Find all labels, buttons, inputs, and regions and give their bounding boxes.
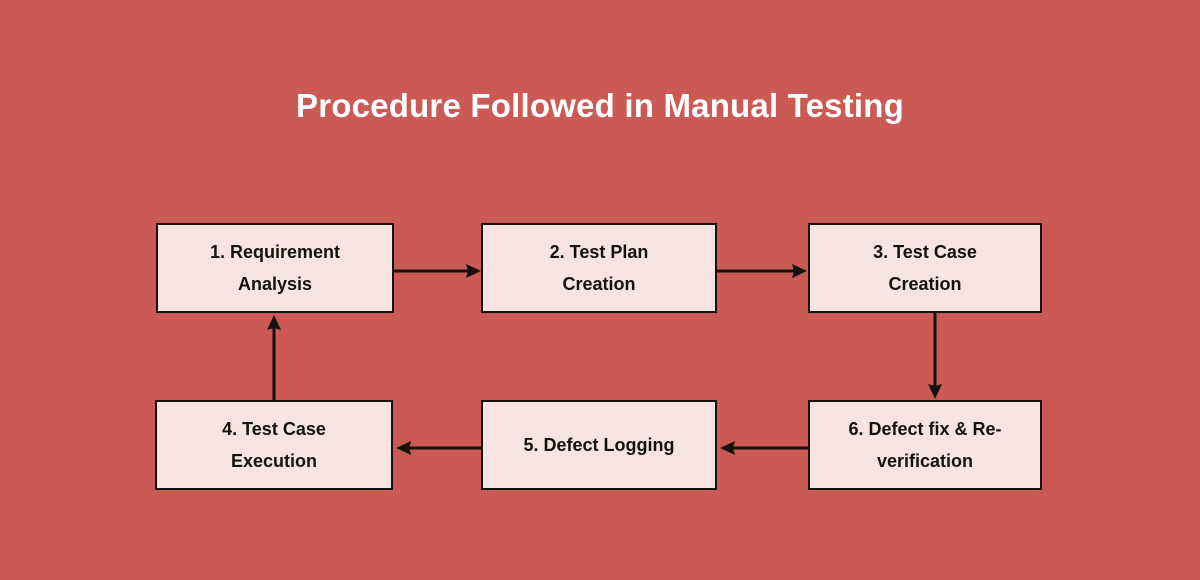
flow-node-defect-logging[interactable]: 5. Defect Logging — [481, 400, 717, 490]
flow-node-test-case-execution[interactable]: 4. Test Case Execution — [155, 400, 393, 490]
flow-node-label: 6. Defect fix & Re- verification — [848, 419, 1002, 471]
arrow-node3-to-node6 — [928, 313, 942, 399]
flow-node-requirement-analysis[interactable]: 1. Requirement Analysis — [156, 223, 394, 313]
flow-node-label: 5. Defect Logging — [523, 435, 675, 455]
arrow-node4-to-node1 — [267, 315, 281, 402]
arrow-node6-to-node5 — [720, 441, 810, 455]
flow-node-test-plan-creation[interactable]: 2. Test Plan Creation — [481, 223, 717, 313]
flow-node-defect-fix-reverification[interactable]: 6. Defect fix & Re- verification — [808, 400, 1042, 490]
flow-node-label: 2. Test Plan Creation — [549, 242, 649, 294]
arrow-node1-to-node2 — [394, 264, 481, 278]
flow-node-label: 3. Test Case Creation — [873, 242, 977, 294]
flow-node-label: 4. Test Case Execution — [222, 419, 326, 471]
arrow-node2-to-node3 — [717, 264, 807, 278]
page-title: Procedure Followed in Manual Testing — [296, 87, 904, 124]
flow-node-label: 1. Requirement Analysis — [209, 242, 341, 294]
flow-node-test-case-creation[interactable]: 3. Test Case Creation — [808, 223, 1042, 313]
arrow-node5-to-node4 — [396, 441, 483, 455]
